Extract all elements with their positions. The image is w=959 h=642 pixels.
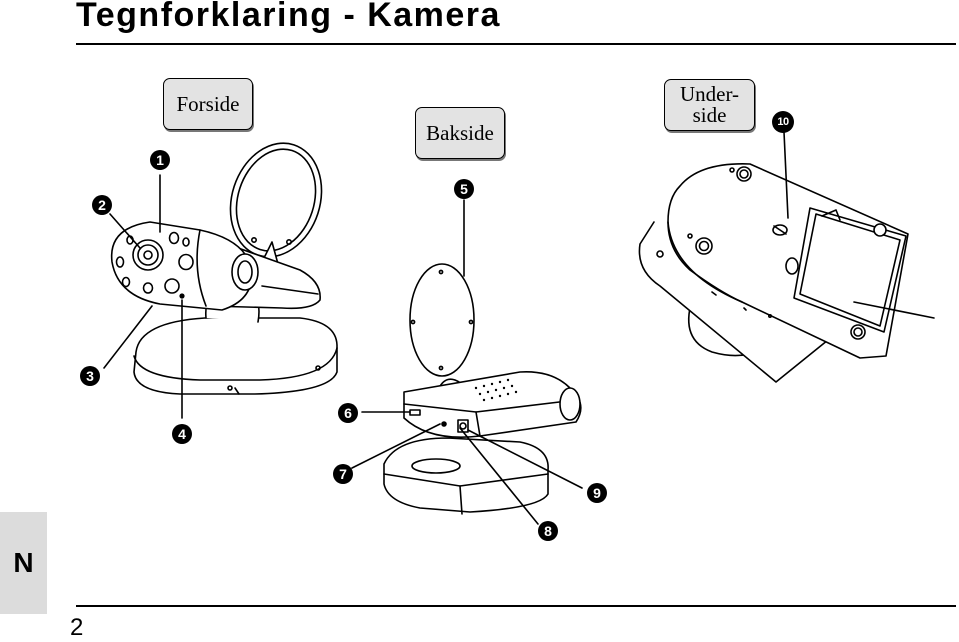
callout-9: 9 <box>587 483 607 503</box>
bottom-view-text-line1: Under- <box>679 82 740 106</box>
callout-6: 6 <box>338 403 358 423</box>
bottom-view-label: Under- side <box>664 79 755 131</box>
callout-1: 1 <box>150 150 170 170</box>
back-view-label: Bakside <box>415 107 505 159</box>
back-camera-drawing <box>351 199 583 525</box>
front-camera-drawing <box>103 142 338 419</box>
page-title: Tegnforklaring - Kamera <box>76 0 501 34</box>
callout-10: 10 <box>772 111 794 133</box>
bottom-view-text-line2: side <box>692 103 727 127</box>
footer-rule <box>76 605 956 607</box>
callout-7: 7 <box>333 464 353 484</box>
bottom-camera-drawing <box>638 131 935 383</box>
front-view-text: Forside <box>176 91 240 116</box>
callout-3: 3 <box>80 366 100 386</box>
page-number: 2 <box>70 614 84 641</box>
front-view-label: Forside <box>163 78 253 130</box>
back-view-text: Bakside <box>426 120 494 145</box>
callout-2: 2 <box>92 195 112 215</box>
language-tab: N <box>0 512 47 614</box>
callout-5: 5 <box>454 179 474 199</box>
header-rule <box>76 43 956 45</box>
callout-8: 8 <box>538 521 558 541</box>
callout-4: 4 <box>172 424 192 444</box>
